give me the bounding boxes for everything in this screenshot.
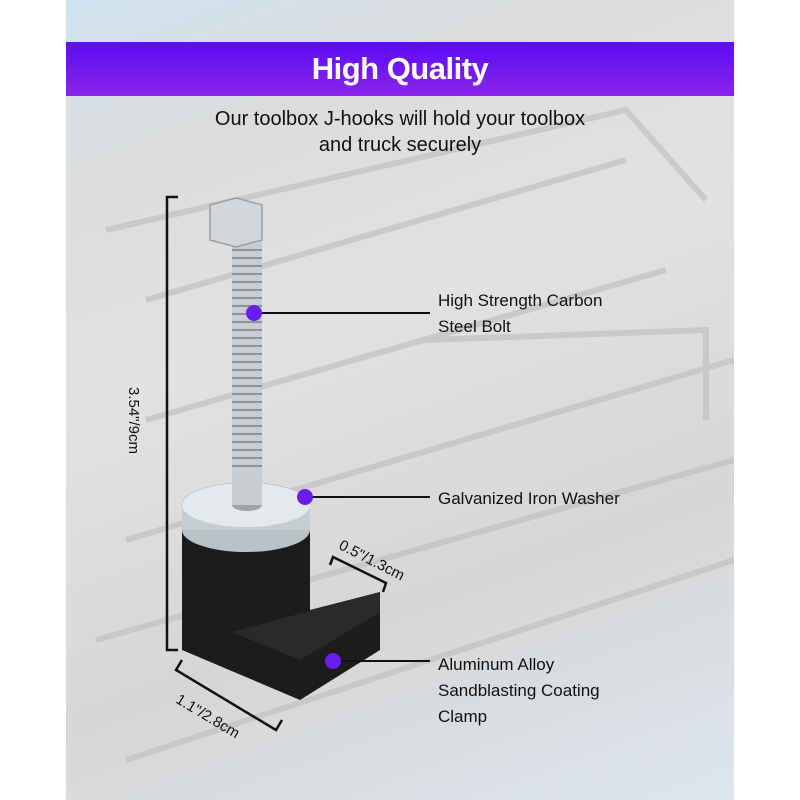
callout-bolt-line1: High Strength Carbon [438,291,603,310]
callout-dot-washer [297,489,313,505]
width-dimension-line [174,659,284,732]
callout-bolt-line2: Steel Bolt [438,317,511,336]
callout-washer: Galvanized Iron Washer [438,486,620,512]
bolt-head [209,197,263,248]
height-dimension-label: 3.54"/9cm [125,386,143,455]
callout-bolt: High Strength Carbon Steel Bolt [438,288,602,340]
subtitle: Our toolbox J-hooks will hold your toolb… [214,108,586,156]
callout-clamp-line3: Clamp [438,707,488,726]
banner-title: High Quality [311,51,489,86]
title-banner: High Quality [66,42,734,96]
slot-dimension-line [328,555,388,593]
callout-dot-clamp [325,653,341,669]
height-dimension-line [165,195,178,652]
callout-clamp-line1: Aluminum Alloy [438,655,555,674]
clamp-grooves [232,592,380,660]
callout-clamp: Aluminum Alloy Sandblasting Coating Clam… [438,652,600,730]
callout-dot-bolt [246,305,262,321]
callout-clamp-line2: Sandblasting Coating [438,681,600,700]
callout-washer-line1: Galvanized Iron Washer [438,489,620,508]
